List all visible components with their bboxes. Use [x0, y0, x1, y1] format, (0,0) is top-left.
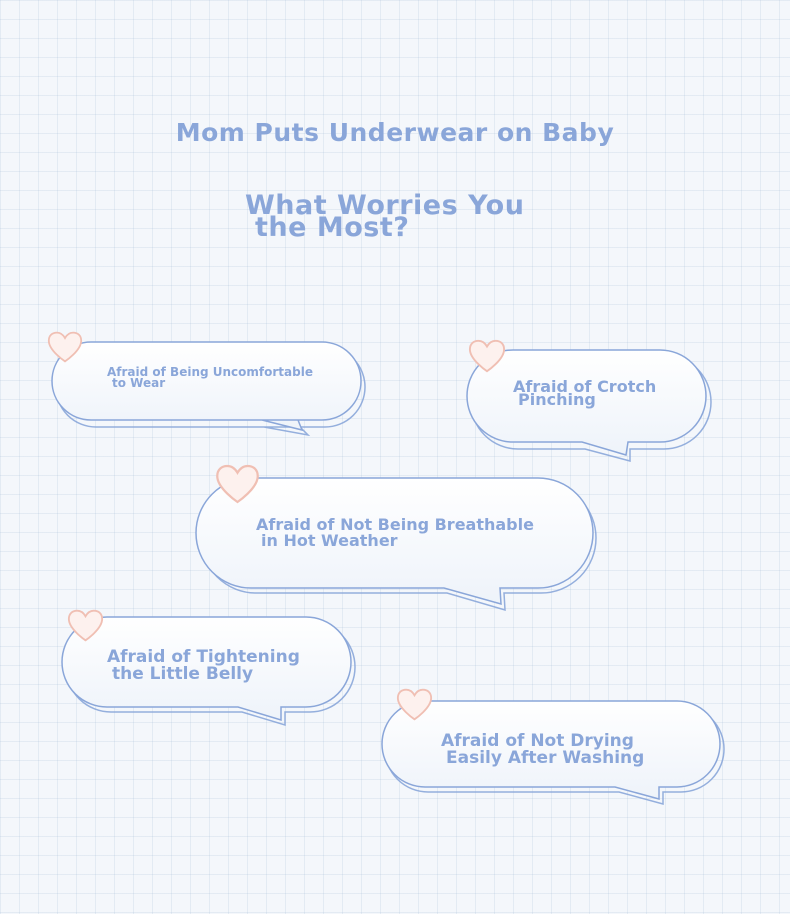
bubble-4-text: Afraid of Tightening the Little Belly [107, 649, 300, 683]
bubble-5-line-2: Easily After Washing [446, 748, 645, 768]
bubble-3-line-1: Afraid of Not Being Breathable [256, 515, 534, 534]
speech-bubble-4 [61, 609, 356, 727]
bubble-3-text: Afraid of Not Being Breathable in Hot We… [256, 517, 534, 549]
speech-bubble-2 [466, 339, 712, 462]
page-title: Mom Puts Underwear on Baby [175, 118, 615, 147]
bubble-5-text: Afraid of Not Drying Easily After Washin… [441, 733, 644, 767]
bubble-1-line-2: to Wear [112, 376, 166, 390]
bubble-5-line-1: Afraid of Not Drying [441, 731, 634, 751]
bubble-4-line-1: Afraid of Tightening [107, 647, 300, 667]
subtitle-line-2: the Most? [255, 212, 410, 243]
speech-bubble-3 [195, 464, 597, 612]
bubble-1-line-1: Afraid of Being Uncomfortable [107, 365, 313, 379]
bubble-1-text: Afraid of Being Uncomfortable to Wear [107, 365, 313, 390]
subtitle-line-1: What Worries You [245, 190, 525, 221]
bubble-2-text: Afraid of Crotch Pinching [513, 377, 657, 409]
bubble-2-line-1: Afraid of Crotch [513, 377, 657, 396]
bubble-4-line-2: the Little Belly [112, 664, 254, 684]
speech-bubble-1 [47, 331, 366, 437]
bubble-3-line-2: in Hot Weather [261, 531, 398, 550]
page-subtitle: What Worries You the Most? [245, 192, 524, 243]
speech-bubble-5 [381, 688, 725, 805]
bubble-2-line-2: Pinching [518, 390, 596, 409]
